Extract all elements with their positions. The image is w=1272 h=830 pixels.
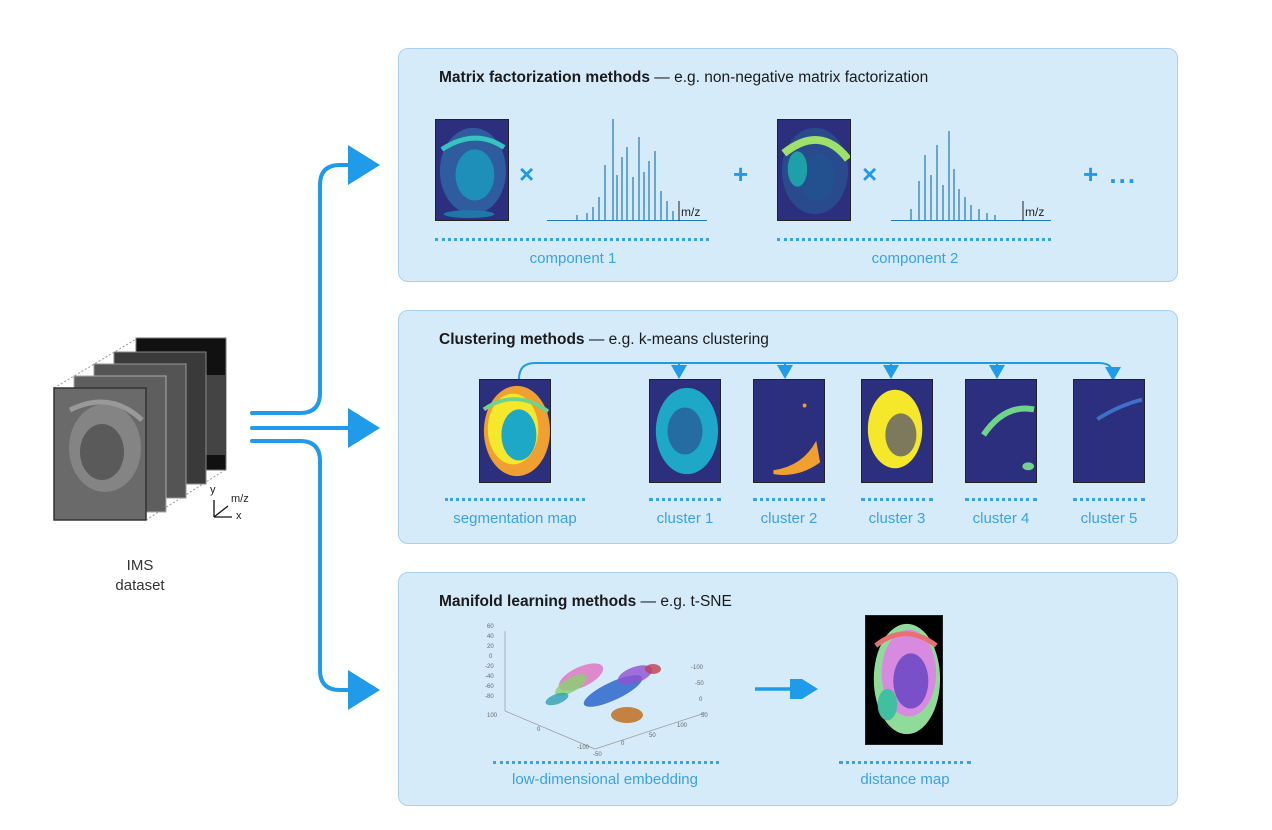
tick-label: -50 [593, 752, 602, 758]
cluster-2-caption: cluster 2 [760, 510, 818, 527]
distance-map-caption: distance map [860, 771, 950, 788]
embedding-caption: low-dimensional embedding [512, 771, 698, 788]
arrow-to-matrix [250, 145, 380, 415]
tick-label: 0 [621, 741, 625, 747]
mz-label-1: m/z [681, 205, 701, 219]
manifold-learning-panel: Manifold learning methods — e.g. t-SNE 6… [398, 572, 1178, 806]
cluster-1-caption: cluster 1 [656, 510, 714, 527]
times-symbol-2: × [862, 159, 878, 189]
tick-label: 100 [487, 713, 498, 719]
tick-label: -40 [485, 674, 494, 680]
tick-label: -50 [695, 681, 704, 687]
tick-label: -100 [577, 745, 590, 751]
ims-dataset-stack: y m/z x [50, 330, 280, 530]
tick-label: 0 [489, 654, 493, 660]
axis-y-label: y [210, 484, 216, 496]
distance-map-image [865, 615, 943, 745]
segmentation-map-dots [445, 498, 585, 501]
times-symbol-1: × [519, 159, 535, 189]
tick-label: -20 [485, 664, 494, 670]
segmentation-map-image [479, 379, 551, 483]
component-1-dots [435, 238, 709, 241]
tick-label: 50 [701, 713, 708, 719]
component-2-caption: component 2 [871, 250, 959, 267]
cluster-2-image [753, 379, 825, 483]
tick-label: 0 [699, 697, 703, 703]
tick-label: -60 [485, 684, 494, 690]
cluster-4-caption: cluster 4 [972, 510, 1030, 527]
spectrum-1 [547, 117, 707, 221]
tsne-embedding-plot: 60 40 20 0 -20 -40 -60 -80 100 0 -100 -5… [485, 621, 715, 761]
tick-label: -80 [485, 694, 494, 700]
tick-label: 40 [487, 634, 494, 640]
cluster-1-image [649, 379, 721, 483]
plus-symbol: + [733, 159, 749, 189]
cluster-4-image [965, 379, 1037, 483]
cluster-3-caption: cluster 3 [868, 510, 926, 527]
component-1-image [435, 119, 509, 221]
tick-label: 50 [649, 733, 656, 739]
cluster-3-image [861, 379, 933, 483]
tick-label: 0 [537, 727, 541, 733]
spectrum-2 [891, 125, 1051, 221]
component-2-image [777, 119, 851, 221]
cluster-5-dots [1073, 498, 1145, 501]
clustering-panel: Clustering methods — e.g. k-means cluste… [398, 310, 1178, 544]
axis-x-label: x [236, 510, 242, 522]
clustering-panel-title: Clustering methods — e.g. k-means cluste… [439, 331, 769, 348]
cluster-1-dots [649, 498, 721, 501]
embedding-dots [493, 761, 719, 764]
tick-label: 60 [487, 624, 494, 630]
component-2-dots [777, 238, 1051, 241]
ims-dataset-label: IMS dataset [115, 557, 165, 594]
more-symbol: + ... [1083, 159, 1138, 189]
segmentation-map-caption: segmentation map [453, 510, 577, 527]
matrix-panel-title: Matrix factorization methods — e.g. non-… [439, 69, 929, 86]
component-1-caption: component 1 [529, 250, 617, 267]
arrow-to-manifold [250, 439, 380, 710]
axis-mz-label: m/z [231, 493, 249, 505]
tick-label: 20 [487, 644, 494, 650]
cluster-4-dots [965, 498, 1037, 501]
mz-label-2: m/z [1025, 205, 1045, 219]
cluster-3-dots [861, 498, 933, 501]
matrix-factorization-panel: Matrix factorization methods — e.g. non-… [398, 48, 1178, 282]
tick-label: -100 [691, 665, 704, 671]
manifold-panel-title: Manifold learning methods — e.g. t-SNE [439, 593, 732, 610]
tick-label: 100 [677, 723, 688, 729]
cluster-split-arrows [518, 362, 1121, 381]
cluster-5-image [1073, 379, 1145, 483]
cluster-5-caption: cluster 5 [1080, 510, 1138, 527]
distance-map-dots [839, 761, 971, 764]
cluster-2-dots [753, 498, 825, 501]
embedding-to-map-arrow [755, 679, 818, 699]
